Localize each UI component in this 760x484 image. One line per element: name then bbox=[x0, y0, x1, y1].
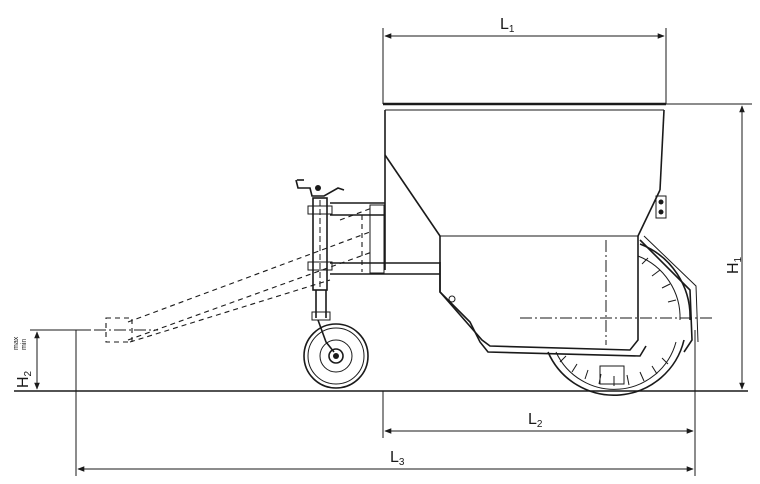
dim-h1-index: 1 bbox=[733, 256, 744, 262]
dim-h2-letter: H bbox=[15, 376, 32, 388]
jockey-wheel bbox=[303, 323, 369, 389]
dim-h2-max: max bbox=[13, 336, 20, 350]
dimension-h2: H2 max min bbox=[13, 329, 76, 390]
dim-l2-letter: L bbox=[528, 411, 537, 428]
dim-l3-letter: L bbox=[390, 449, 399, 466]
svg-text:H1: H1 bbox=[725, 256, 744, 274]
dim-l2-index: 2 bbox=[537, 419, 543, 430]
main-wheel bbox=[547, 235, 699, 396]
dim-l1-index: 1 bbox=[509, 24, 515, 35]
svg-text:L1: L1 bbox=[500, 16, 515, 35]
svg-text:L3: L3 bbox=[390, 449, 405, 468]
dim-l3-index: 3 bbox=[399, 457, 405, 468]
jockey-wheel-assembly bbox=[295, 179, 345, 353]
svg-text:L2: L2 bbox=[528, 411, 543, 430]
dim-h1-letter: H bbox=[725, 262, 742, 274]
dimension-l3: L3 bbox=[75, 330, 694, 476]
dim-l1-letter: L bbox=[500, 16, 509, 33]
drawbar-alt-position bbox=[74, 207, 373, 343]
dimension-l1: L1 bbox=[382, 16, 667, 104]
frame-drawbar bbox=[330, 202, 440, 275]
dim-h2-min: min bbox=[21, 339, 28, 350]
dimension-l2: L2 bbox=[382, 330, 696, 476]
hopper-body bbox=[383, 102, 712, 357]
dimension-h1: H1 bbox=[666, 103, 752, 390]
dim-h2-index: 2 bbox=[23, 370, 34, 376]
svg-text:H2: H2 bbox=[15, 370, 34, 388]
